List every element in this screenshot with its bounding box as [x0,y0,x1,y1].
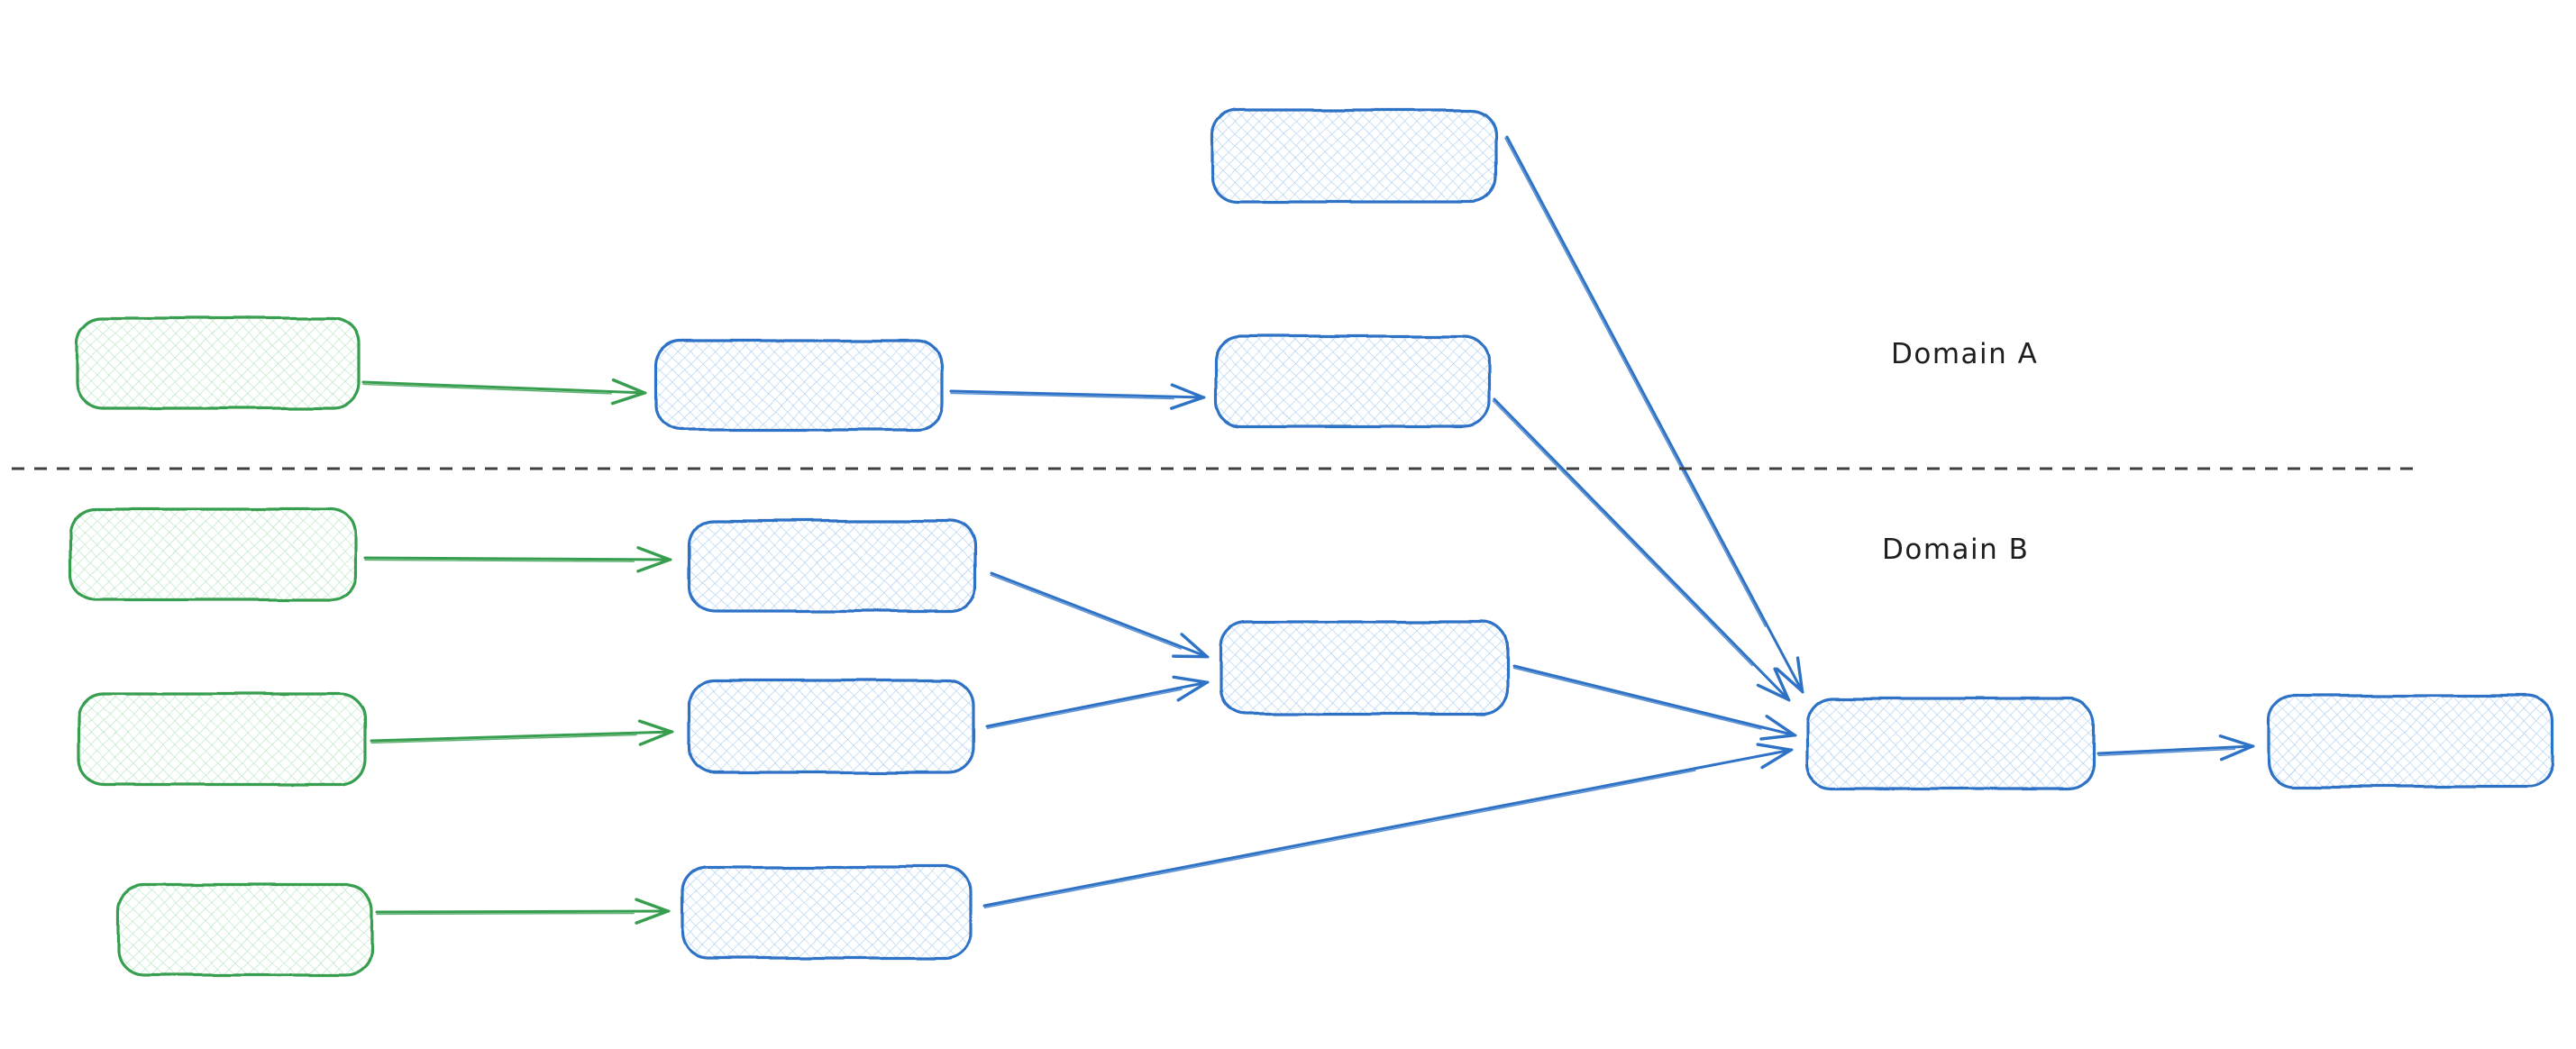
arrow-merge-b-to-hub[interactable] [1512,664,1797,741]
arrow-source-b1-to-stage1-b1[interactable] [363,546,672,573]
arrow-extra-a-to-hub[interactable] [1505,135,1804,694]
node-stage1-b1[interactable] [688,519,977,613]
node-hub[interactable] [1805,697,2096,790]
node-source-b1[interactable] [69,507,358,601]
edges-layer [361,135,2255,925]
arrow-sketch-stage1-b2-to-merge-b [986,689,1183,730]
nodes-layer [69,108,2554,977]
arrow-sketch-merge-b-to-hub [1512,667,1762,730]
node-stage1-b3[interactable] [681,865,973,960]
node-stage1-b2[interactable] [688,679,975,774]
arrow-sketch-source-b2-to-stage1-b2 [370,734,637,744]
node-stage1-a[interactable] [654,339,944,432]
domain-a-label[interactable]: Domain A [1891,338,2038,370]
arrow-hub-to-output[interactable] [2096,734,2255,762]
node-output[interactable] [2267,694,2554,789]
arrow-sketch-source-b1-to-stage1-b1 [364,559,635,562]
arrow-sketch-stage2-a-to-hub [1492,399,1753,667]
arrow-sketch-hub-to-output [2097,748,2236,757]
arrow-stage1-b2-to-merge-b[interactable] [985,675,1210,728]
node-stage2-a[interactable] [1213,334,1491,428]
arrow-source-a-to-stage1-a[interactable] [361,378,647,406]
domain-b-label[interactable]: Domain B [1882,534,2029,566]
arrow-stage1-a-to-stage2-a[interactable] [949,383,1206,410]
node-source-b2[interactable] [77,692,367,786]
node-source-a[interactable] [75,316,361,410]
arrow-sketch-stage1-b3-to-hub [983,770,1696,909]
arrow-stage1-b3-to-hub[interactable] [982,743,1794,908]
arrow-sketch-stage1-a-to-stage2-a [950,392,1174,400]
arrow-sketch-source-b3-to-stage1-b3 [376,912,635,916]
arrow-sketch-extra-a-to-hub [1504,137,1767,627]
arrow-stage1-b1-to-merge-b[interactable] [990,571,1210,659]
arrow-stage2-a-to-hub[interactable] [1493,397,1791,702]
node-merge-b[interactable] [1219,620,1509,716]
arrow-sketch-stage1-b1-to-merge-b [990,574,1183,650]
node-extra-a[interactable] [1210,108,1498,204]
arrow-sketch-source-a-to-stage1-a [362,383,613,395]
node-source-b3[interactable] [117,883,373,977]
arrow-source-b2-to-stage1-b2[interactable] [370,719,674,746]
arrow-source-b3-to-stage1-b3[interactable] [375,898,671,925]
